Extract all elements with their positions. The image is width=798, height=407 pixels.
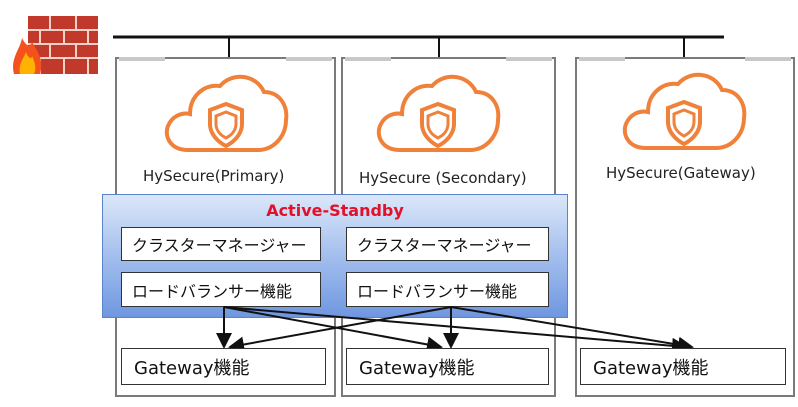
cluster-title: Active-Standby: [266, 201, 404, 220]
gateway-function-secondary: Gateway機能: [346, 348, 549, 385]
cloud-shield-icon: [376, 75, 501, 152]
cloud-shield-icon: [164, 75, 289, 152]
firewall-icon: [10, 14, 100, 76]
gateway-function-primary: Gateway機能: [121, 348, 326, 385]
cluster-manager-secondary: クラスターマネージャー: [346, 227, 549, 261]
gateway-function-gateway: Gateway機能: [580, 348, 786, 385]
cloud-shield-icon: [622, 73, 747, 150]
server-label-secondary: HySecure (Secondary): [359, 169, 527, 187]
load-balancer-secondary: ロードバランサー機能: [346, 272, 549, 307]
server-label-gateway: HySecure(Gateway): [606, 164, 756, 182]
load-balancer-primary: ロードバランサー機能: [121, 272, 321, 307]
cluster-manager-primary: クラスターマネージャー: [121, 227, 321, 261]
server-label-primary: HySecure(Primary): [143, 167, 285, 185]
